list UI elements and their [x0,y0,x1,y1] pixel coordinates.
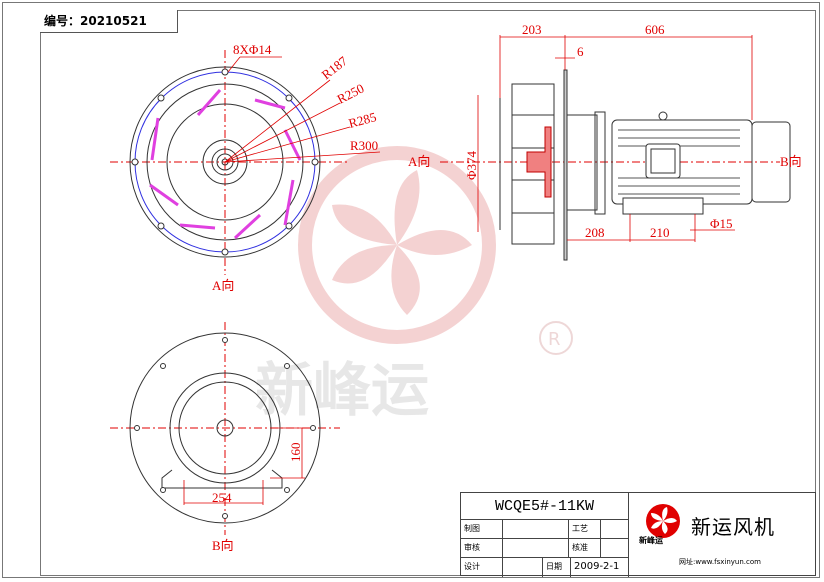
approval-row: 制图 工艺 [461,520,629,539]
value-date: 2009-2-1 [574,561,620,572]
svg-text:A向: A向 [212,278,234,293]
value-drawn [503,520,569,538]
label-date: 日期 [543,558,571,577]
svg-text:Φ15: Φ15 [710,216,733,231]
website-text: 网址:www.fsxinyun.com [679,558,761,566]
view-b-motor-end: 254 160 B向 [110,322,340,553]
title-block: WCQE5#-11KW 制图 工艺 审核 核准 设计 日期 2009-2-1 [460,492,816,577]
value-process [601,520,629,538]
svg-text:8XΦ14: 8XΦ14 [233,42,272,57]
svg-text:R250: R250 [335,81,367,107]
model-number: WCQE5#-11KW [461,493,629,520]
svg-text:R300: R300 [350,138,378,153]
svg-text:R187: R187 [319,53,351,82]
value-approve [601,539,629,557]
svg-text:Φ374: Φ374 [464,150,479,180]
label-approve: 核准 [569,539,601,557]
view-side-assembly: 203 606 6 Φ374 208 210 Φ15 A向 B向 [408,22,802,261]
svg-text:160: 160 [288,443,303,463]
value-review [503,539,569,557]
svg-text:新峰运: 新峰运 [255,356,429,424]
label-process: 工艺 [569,520,601,538]
svg-text:R285: R285 [347,109,378,131]
svg-text:R: R [548,329,561,350]
svg-text:208: 208 [585,225,605,240]
label-drawn: 制图 [461,520,503,538]
approval-grid: 制图 工艺 审核 核准 设计 日期 2009-2-1 [461,520,629,577]
company-logo-area: 新运风机 新峰运 网址:www.fsxinyun.com [629,493,815,577]
approval-row: 设计 日期 2009-2-1 [461,558,629,577]
approval-row: 审核 核准 [461,539,629,558]
drawing-inner-frame [40,10,816,576]
fan-logo-icon [646,504,680,538]
drawing-id-box: 编号：20210521 [40,10,178,33]
svg-text:6: 6 [577,44,584,59]
brand-name: 新运风机 [691,515,775,539]
label-review: 审核 [461,539,503,557]
watermark-logo: R 新峰运 [255,146,573,424]
drawing-id: 编号：20210521 [44,14,147,28]
value-design [503,558,543,577]
svg-text:606: 606 [645,22,665,37]
brand-small: 新峰运 [639,536,663,545]
svg-text:B向: B向 [212,538,234,553]
svg-text:A向: A向 [408,154,430,169]
svg-text:210: 210 [650,225,670,240]
svg-text:254: 254 [212,490,232,505]
svg-text:B向: B向 [780,154,802,169]
label-design: 设计 [461,558,503,577]
svg-text:203: 203 [522,22,542,37]
